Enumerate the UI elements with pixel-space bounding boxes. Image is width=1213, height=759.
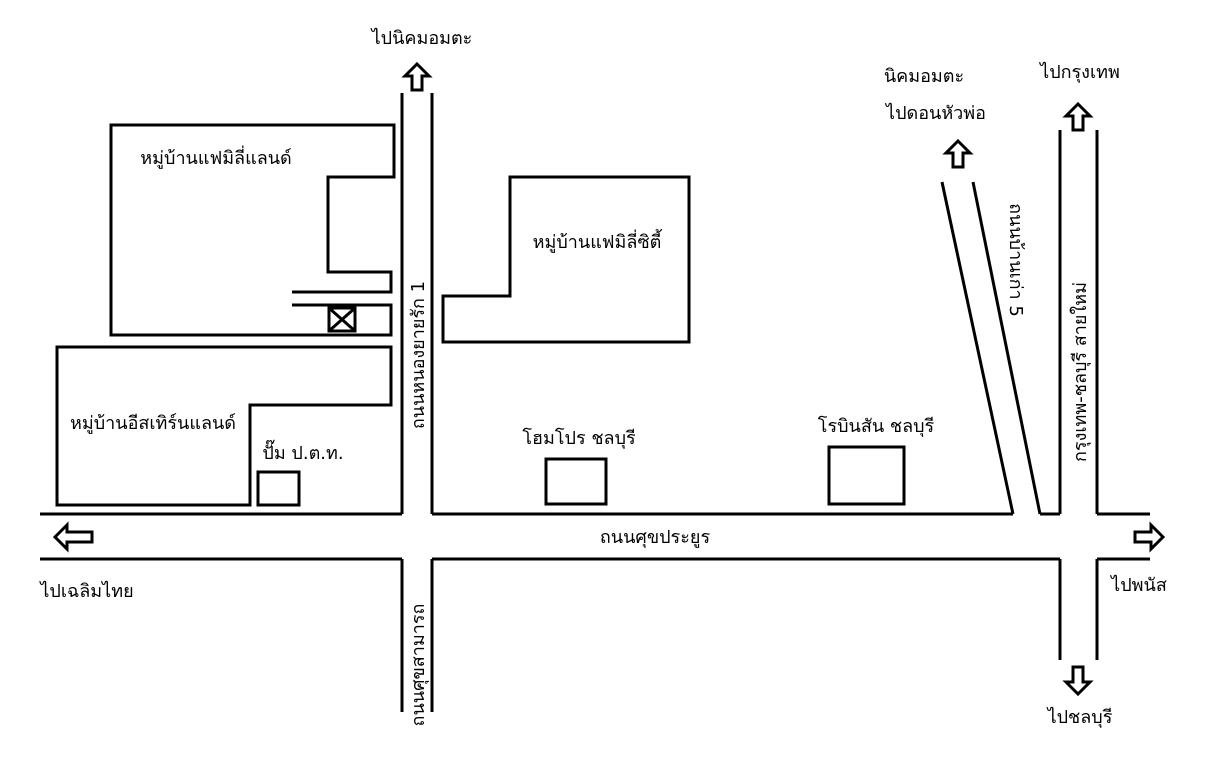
family-city-boundary: [441, 175, 691, 344]
arrow-up-icon: [401, 61, 433, 92]
label-robinson: โรบินสัน ชลบุรี: [818, 415, 935, 437]
arrow-down-icon: [1062, 665, 1094, 697]
arrow-up-icon: [1062, 101, 1094, 132]
arrow-left-icon: [52, 521, 94, 553]
homepro-box: [544, 457, 608, 506]
label-nikhom-amata: นิคมอมตะ: [884, 66, 964, 87]
label-road-bkk-chonburi: กรุงเทพ-ชลบุรี สายใหม่: [1069, 282, 1091, 462]
landmarks: [55, 123, 906, 507]
label-to-phanat: ไปพนัส: [1109, 574, 1167, 596]
map-labels: ไปนิคมอมตะ นิคมอมตะ ไปดอนหัวพ่อ ไปกรุงเท…: [38, 27, 1166, 728]
road-ban-kao-5-east-edge: [971, 181, 1042, 515]
arrow-right-icon: [1133, 521, 1166, 553]
direction-arrows: [52, 61, 1166, 697]
label-road-nong-yai-rak: ถนนหนองยายรัก 1: [408, 281, 429, 429]
robinson-box: [827, 445, 906, 506]
label-family-city: หมู่บ้านแฟมิลี่ซิตี้: [533, 229, 663, 253]
family-land-boundary: [109, 123, 396, 337]
label-homepro: โฮมโปร ชลบุรี: [522, 427, 636, 449]
label-to-chaloem-thai: ไปเฉลิมไทย: [38, 580, 133, 602]
label-to-don-hua-pho: ไปดอนหัวพ่อ: [884, 102, 986, 124]
roads: [40, 93, 1150, 712]
road-ban-kao-5-west-edge: [940, 181, 1015, 515]
label-eastern-land: หมู่บ้านอีสเทิร์นแลนด์: [70, 413, 236, 434]
family-land-gate-icon: [327, 306, 357, 333]
label-to-nikhom-amata: ไปนิคมอมตะ: [370, 27, 473, 49]
label-ptt-station: ปั๊ม ป.ต.ท.: [262, 439, 343, 464]
label-road-suk-prayoon: ถนนศุขประยูร: [600, 527, 711, 548]
eastern-land-boundary: [55, 345, 393, 507]
label-road-suk-samakkhi: ถนนศุขสามารถ: [408, 604, 429, 727]
ptt-station-box: [256, 470, 301, 507]
label-to-bangkok: ไปกรุงเทพ: [1038, 61, 1120, 83]
label-road-ban-kao-5: ถนนบ้านเก่า 5: [1005, 203, 1026, 317]
label-to-chonburi: ไปชลบุรี: [1046, 706, 1113, 728]
arrow-up-icon: [942, 138, 974, 169]
label-family-land: หมู่บ้านแฟมิลี่แลนด์: [140, 145, 291, 169]
